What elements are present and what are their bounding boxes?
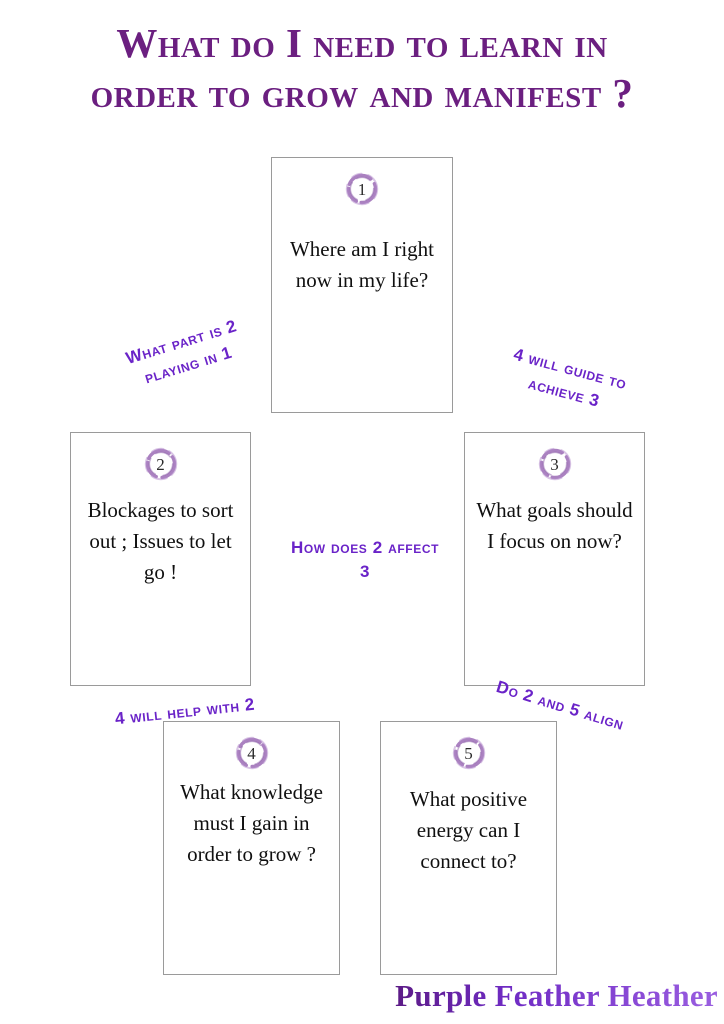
- card-number-badge-1: 1: [345, 172, 379, 206]
- connector-label-2-3: How does 2 affect 3: [275, 536, 455, 584]
- card-number-1: 1: [357, 179, 367, 199]
- spread-card-5[interactable]: 5 What positive energy can I connect to?: [380, 721, 557, 975]
- card-number-badge-5: 5: [452, 736, 486, 770]
- card-text-1: Where am I right now in my life?: [289, 237, 435, 292]
- card-text-4: What knowledge must I gain in order to g…: [180, 780, 323, 866]
- card-number-2: 2: [156, 454, 165, 474]
- card-number-badge-4: 4: [235, 736, 269, 770]
- card-text-2: Blockages to sort out ; Issues to let go…: [87, 498, 234, 584]
- card-number-3: 3: [550, 454, 559, 474]
- spread-card-1[interactable]: 1 Where am I right now in my life?: [271, 157, 453, 413]
- connector-label-1-2: What part is 2 playing in 1: [97, 306, 274, 402]
- spread-card-2[interactable]: 2 Blockages to sort out ; Issues to let …: [70, 432, 251, 686]
- signature-watermark: Purple Feather Heather: [395, 978, 718, 1013]
- card-text-5: What positive energy can I connect to?: [409, 787, 528, 873]
- card-number-badge-3: 3: [538, 447, 572, 481]
- card-text-3: What goals should I focus on now?: [476, 498, 633, 553]
- spread-card-4[interactable]: 4 What knowledge must I gain in order to…: [163, 721, 340, 975]
- card-number-5: 5: [464, 743, 473, 763]
- card-number-badge-2: 2: [144, 447, 178, 481]
- connector-label-2-3-line-2: 3: [359, 562, 371, 581]
- connector-label-2-3-line-1: How does 2 affect: [290, 538, 440, 557]
- connector-label-4-3: 4 will guide to achieve 3: [484, 337, 651, 425]
- page-title-line-1: What do I need to learn in: [116, 20, 608, 66]
- spread-card-3[interactable]: 3 What goals should I focus on now?: [464, 432, 645, 686]
- page-title: What do I need to learn in order to grow…: [0, 18, 724, 118]
- card-number-4: 4: [247, 743, 256, 763]
- page-title-line-2: order to grow and manifest ?: [90, 70, 634, 116]
